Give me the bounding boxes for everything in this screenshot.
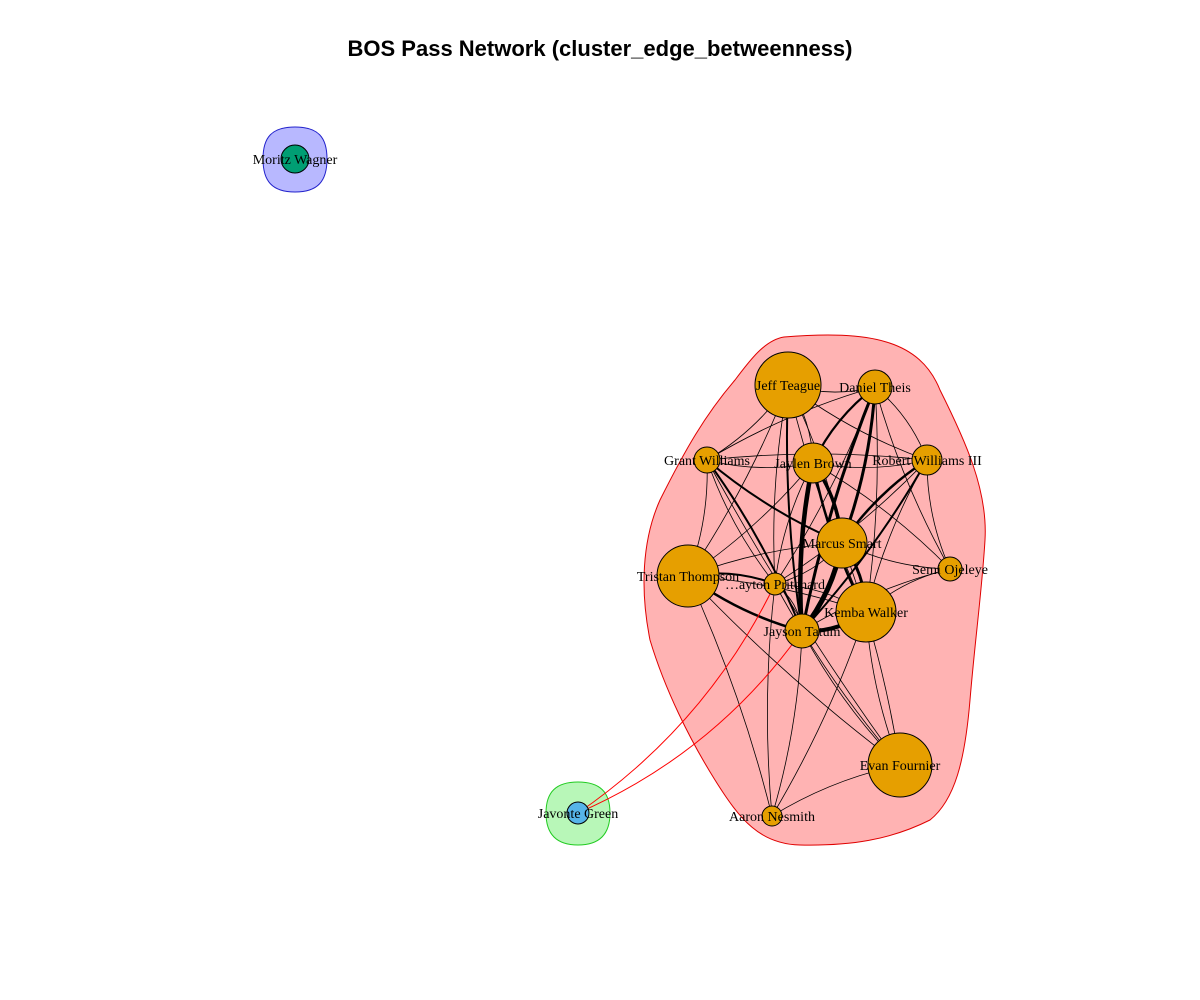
page-title: BOS Pass Network (cluster_edge_betweenne…	[347, 36, 853, 61]
node-label-tatum: Jayson Tatum	[764, 625, 841, 640]
node-circle-brown	[792, 442, 834, 484]
edge-green-tatum	[577, 630, 803, 814]
node-smart: Marcus Smart	[803, 517, 882, 569]
node-label-payton: …ayton Pritchard	[725, 578, 825, 593]
edge-tatum-rwill	[801, 459, 928, 632]
node-circle-ojeleye	[937, 556, 963, 582]
node-label-walker: Kemba Walker	[824, 606, 908, 621]
node-green: Javonte Green	[538, 801, 618, 825]
node-label-brown: Jaylen Brown	[774, 457, 851, 472]
node-circle-fournier	[867, 732, 933, 798]
node-circle-grant	[693, 446, 721, 474]
node-circle-rwill	[911, 444, 943, 476]
node-circle-theis	[857, 369, 893, 405]
edge-tatum-nesmith	[771, 630, 803, 817]
node-nesmith: Aaron Nesmith	[729, 805, 815, 827]
edge-brown-ojeleye	[812, 462, 951, 570]
node-ojeleye: Semi Ojeleye	[912, 556, 988, 582]
node-label-nesmith: Aaron Nesmith	[729, 810, 815, 825]
node-brown: Jaylen Brown	[774, 442, 852, 484]
edge-theis-payton	[774, 386, 876, 585]
node-circle-teague	[754, 351, 822, 419]
node-circle-nesmith	[761, 805, 783, 827]
node-circle-green	[566, 801, 590, 825]
edge-tatum-grant	[706, 459, 803, 632]
node-label-rwill: Robert Williams III	[872, 454, 982, 469]
node-label-theis: Daniel Theis	[839, 381, 911, 396]
node-tatum: Jayson Tatum	[764, 613, 841, 649]
node-label-teague: Jeff Teague	[756, 379, 820, 394]
edge-tristan-fournier	[687, 575, 901, 766]
node-label-wagner: Moritz Wagner	[253, 153, 338, 168]
node-circle-walker	[835, 581, 897, 643]
edge-green-payton	[577, 583, 776, 814]
node-circle-smart	[816, 517, 868, 569]
node-circle-tatum	[784, 613, 820, 649]
node-label-smart: Marcus Smart	[803, 537, 882, 552]
node-payton: …ayton Pritchard	[725, 572, 825, 596]
node-label-green: Javonte Green	[538, 807, 618, 822]
node-walker: Kemba Walker	[824, 581, 908, 643]
node-theis: Daniel Theis	[839, 369, 911, 405]
node-rwill: Robert Williams III	[872, 444, 982, 476]
node-tristan: Tristan Thompson	[637, 544, 739, 608]
node-label-grant: Grant Williams	[664, 454, 750, 469]
node-label-ojeleye: Semi Ojeleye	[912, 563, 988, 578]
node-teague: Jeff Teague	[754, 351, 822, 419]
node-circle-wagner	[280, 144, 310, 174]
node-label-fournier: Evan Fournier	[860, 759, 941, 774]
node-grant: Grant Williams	[664, 446, 750, 474]
node-label-tristan: Tristan Thompson	[637, 570, 739, 585]
node-fournier: Evan Fournier	[860, 732, 941, 798]
node-circle-payton	[763, 572, 787, 596]
node-circle-tristan	[656, 544, 720, 608]
edge-payton-nesmith	[767, 583, 776, 817]
edge-grant-payton	[706, 459, 776, 585]
edge-tristan-nesmith	[687, 575, 773, 817]
node-wagner: Moritz Wagner	[253, 144, 338, 174]
